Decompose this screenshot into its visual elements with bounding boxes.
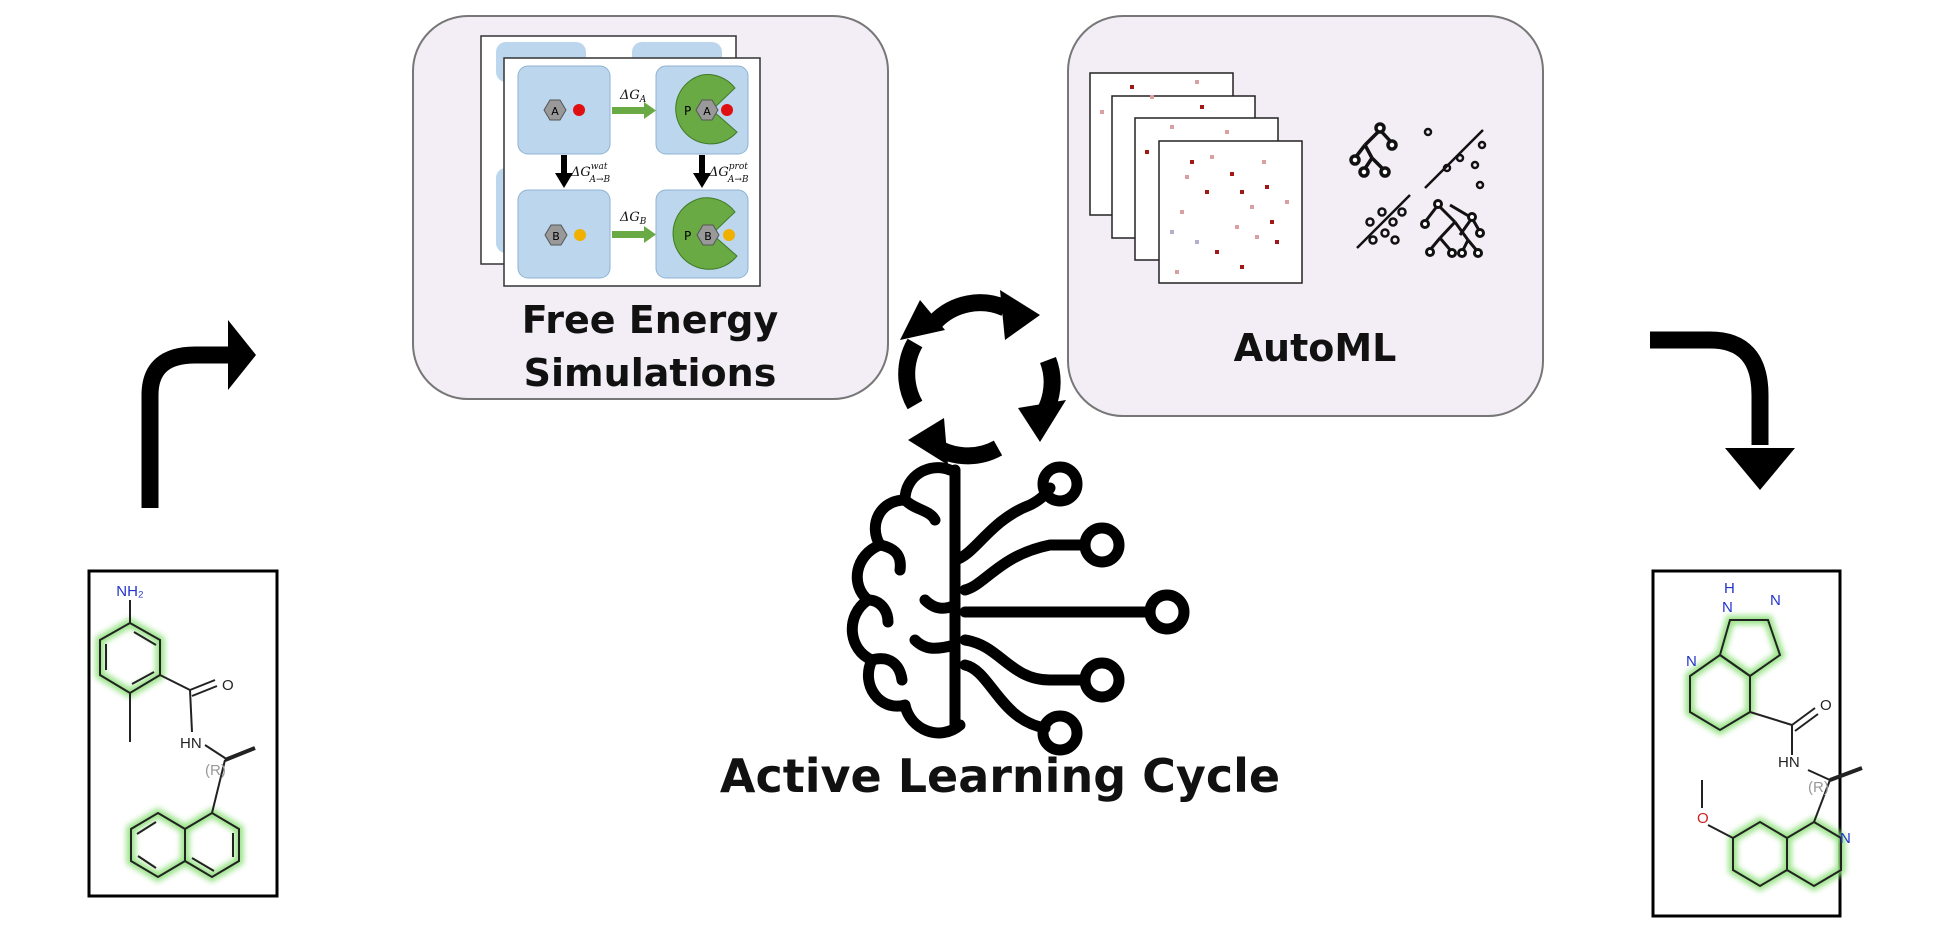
cycle-arrows-icon <box>898 290 1066 465</box>
output-flow-arrow-icon <box>1650 331 1795 490</box>
cycle-caption: Active Learning Cycle <box>720 749 1280 803</box>
free-energy-panel: A P A B P B ΔGA ΔGB <box>412 15 889 400</box>
brain-network-icon <box>846 461 1190 756</box>
protein-label-top: P <box>684 104 691 118</box>
random-forest-icon <box>1420 199 1485 258</box>
green-arrow-top-icon <box>612 102 656 119</box>
input-flow-arrow-icon <box>141 320 256 508</box>
pyrazole-h-label: H <box>1724 580 1735 597</box>
methoxy-oxygen-label: O <box>1697 810 1709 827</box>
output-molecule: H N N N O HN (R) O N <box>1651 569 1863 918</box>
black-arrow-right-icon <box>693 155 711 188</box>
automl-title: AutoML <box>1234 326 1397 370</box>
input-molecule: NH₂ O HN (R) <box>87 569 279 898</box>
amide-nh-label-out: HN <box>1778 754 1800 771</box>
svg-text:ΔGB: ΔGB <box>619 210 647 227</box>
black-arrow-left-icon <box>555 155 573 188</box>
complex-b-label: B <box>704 230 712 243</box>
simulations-title: Simulations <box>524 351 777 395</box>
protein-label-bottom: P <box>684 229 691 243</box>
svg-text:ΔGA: ΔGA <box>619 88 647 105</box>
amine-label: NH₂ <box>116 583 144 600</box>
green-arrow-bottom-icon <box>612 226 656 243</box>
decision-tree-icon <box>1349 122 1398 178</box>
stereo-label: (R) <box>205 762 226 779</box>
amide-nh-label: HN <box>180 735 202 752</box>
ligand-b-label: B <box>552 230 560 243</box>
scatter-points <box>1100 80 1289 274</box>
ligand-b-hexagon-icon <box>544 224 568 246</box>
ligand-a-label: A <box>551 105 559 118</box>
ligand-a-hexagon-icon <box>543 99 567 121</box>
automl-panel: AutoML <box>1067 15 1544 417</box>
scatter-line-icon <box>1356 194 1411 249</box>
carbonyl-oxygen-label-out: O <box>1820 697 1832 714</box>
isoquinoline-n-label: N <box>1840 830 1851 847</box>
pyridine-n-label: N <box>1686 653 1697 670</box>
free-energy-title: Free Energy <box>522 298 779 342</box>
stereo-label-out: (R) <box>1808 779 1829 796</box>
carbonyl-oxygen-label: O <box>222 677 234 694</box>
complex-a-label: A <box>703 105 711 118</box>
pyrazole-n2-label: N <box>1770 592 1781 609</box>
regression-line-icon <box>1423 127 1487 190</box>
pyrazole-n1-label: N <box>1722 599 1733 616</box>
